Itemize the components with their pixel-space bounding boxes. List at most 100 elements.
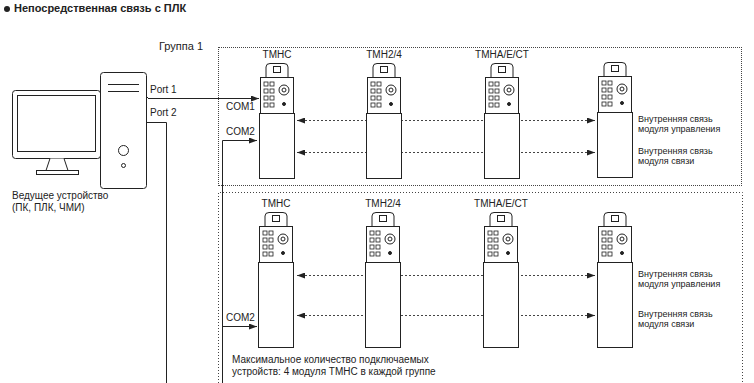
- module-latch: [612, 66, 619, 72]
- module-knob-center: [282, 88, 286, 92]
- module-top: [604, 63, 626, 77]
- led: [377, 82, 381, 86]
- module-body: [366, 263, 401, 348]
- port-label: Port 2: [150, 107, 177, 119]
- led: [270, 89, 274, 93]
- module-name: TMHC: [263, 49, 292, 61]
- port-label: Port 1: [150, 84, 177, 96]
- led: [370, 252, 374, 256]
- link-label: Внутренняя связь модуля связи: [638, 146, 730, 166]
- module-top: [491, 64, 513, 78]
- led: [488, 245, 492, 249]
- module-box: TMHC: [258, 212, 294, 348]
- module-knob: [278, 234, 288, 244]
- device-caption: Ведущее устройство (ПК, ПЛК, ЧМИ): [12, 190, 117, 214]
- link-label: Внутренняя связь модуля управления: [638, 114, 730, 134]
- module-box: TMHA/E/CT: [483, 212, 519, 348]
- module-panel: [261, 78, 294, 114]
- led: [489, 96, 493, 100]
- module-knob-center: [506, 237, 510, 241]
- led: [371, 96, 375, 100]
- led: [608, 81, 612, 85]
- host-device: Ведущее устройство (ПК, ПЛК, ЧМИ): [8, 62, 148, 217]
- module-drawing: [598, 213, 633, 348]
- led: [370, 231, 374, 235]
- module-knob: [503, 234, 513, 244]
- module-knob: [617, 234, 627, 244]
- led: [495, 103, 499, 107]
- led: [263, 245, 267, 249]
- module-top: [490, 213, 512, 227]
- led: [489, 89, 493, 93]
- link-label: Внутренняя связь модуля управления: [638, 269, 730, 289]
- module-panel: [485, 227, 518, 263]
- diagram-title: Непосредственная связь с ПЛК: [14, 2, 186, 15]
- group-heading: Группа 1: [157, 40, 205, 53]
- module-drawing: [485, 64, 520, 179]
- module-indicator: [283, 103, 286, 106]
- module-knob: [617, 84, 627, 94]
- led: [608, 102, 612, 106]
- monitor-stand: [46, 159, 68, 171]
- led: [377, 89, 381, 93]
- monitor: [13, 91, 101, 159]
- module-drawing: [484, 213, 519, 348]
- led: [263, 231, 267, 235]
- comm-link: [297, 152, 595, 153]
- module-body: [260, 114, 295, 179]
- com2-wire: [223, 326, 258, 327]
- module-knob-center: [388, 237, 392, 241]
- led: [370, 238, 374, 242]
- led: [370, 245, 374, 249]
- module-shape: [484, 63, 520, 179]
- led: [494, 231, 498, 235]
- led: [264, 96, 268, 100]
- pc-tower: [101, 73, 147, 189]
- module-drawing: [259, 213, 294, 348]
- led: [376, 238, 380, 242]
- module-top: [373, 64, 395, 78]
- module-knob-center: [281, 237, 285, 241]
- led: [269, 238, 273, 242]
- note: Максимальное количество подключаемых уст…: [232, 354, 447, 378]
- module-latch: [274, 67, 281, 73]
- port-label: COM1: [226, 101, 255, 113]
- module-panel: [599, 77, 632, 113]
- led: [489, 82, 493, 86]
- power-button: [119, 146, 129, 156]
- module-shape: [259, 63, 295, 179]
- module-shape: [366, 63, 402, 179]
- led: [602, 252, 606, 256]
- module-body: [485, 114, 520, 179]
- module-panel: [260, 227, 293, 263]
- module-drawing: [367, 64, 402, 179]
- module-indicator: [508, 103, 511, 106]
- module-latch: [499, 67, 506, 73]
- module-box: TMH2/4: [365, 212, 401, 348]
- led: [377, 103, 381, 107]
- module-latch: [612, 216, 619, 222]
- module-box: TMH2/4: [366, 63, 402, 179]
- led: [371, 103, 375, 107]
- module-knob-center: [389, 88, 393, 92]
- computer-illustration: [13, 73, 147, 189]
- module-top: [372, 213, 394, 227]
- module-body: [259, 263, 294, 348]
- module-name: TMH2/4: [366, 49, 402, 61]
- module-knob-center: [507, 88, 511, 92]
- module-indicator: [390, 103, 393, 106]
- led: [602, 231, 606, 235]
- led: [494, 252, 498, 256]
- led: [608, 88, 612, 92]
- link-label: Внутренняя связь модуля связи: [638, 309, 730, 329]
- comm-link: [297, 315, 595, 316]
- led: [494, 245, 498, 249]
- module-body: [367, 114, 402, 179]
- module-body: [598, 263, 633, 348]
- module-name: TMHC: [262, 198, 291, 210]
- title-bullet: [4, 6, 10, 12]
- module-knob: [386, 85, 396, 95]
- module-drawing: [260, 64, 295, 179]
- led: [376, 252, 380, 256]
- module-drawing: [366, 213, 401, 348]
